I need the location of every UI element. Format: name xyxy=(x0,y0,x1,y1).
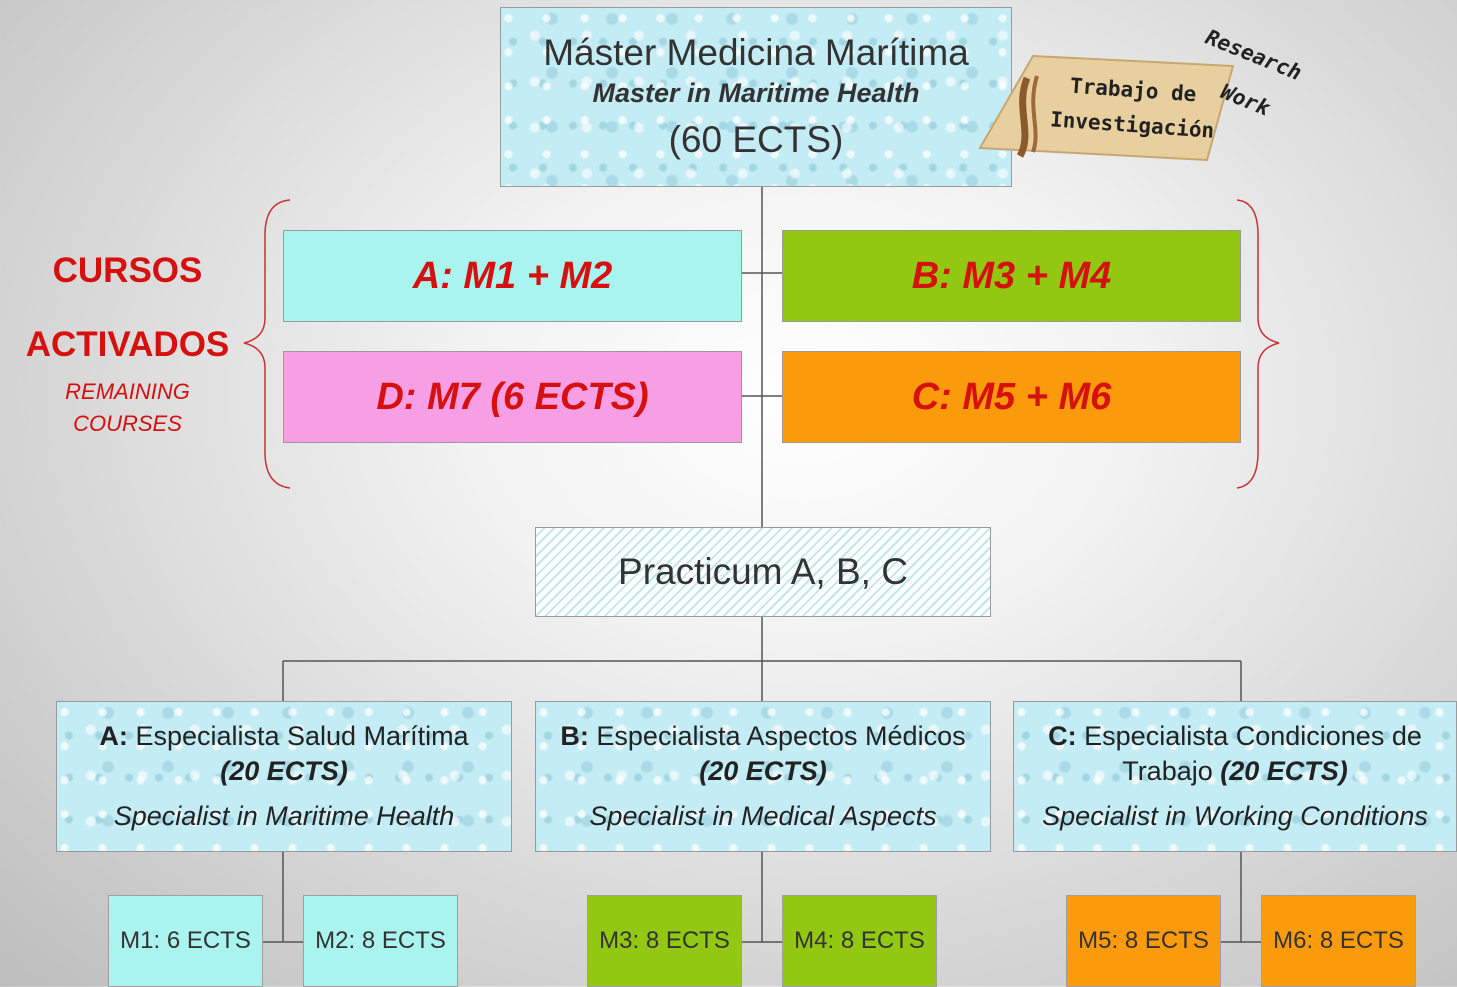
master-title-es: Máster Medicina Marítima xyxy=(543,31,969,73)
module-m2: M2: 8 ECTS xyxy=(303,895,458,987)
master-box: Máster Medicina Marítima Master in Marit… xyxy=(500,7,1012,187)
specialist-b-en: Specialist in Medical Aspects xyxy=(589,801,937,831)
master-ects: (60 ECTS) xyxy=(668,118,844,160)
course-d-label: D: M7 (6 ECTS) xyxy=(376,375,649,418)
module-m3: M3: 8 ECTS xyxy=(587,895,742,987)
module-m6: M6: 8 ECTS xyxy=(1261,895,1416,987)
side-label: CURSOS ACTIVADOS REMAINING COURSES xyxy=(0,245,255,437)
specialist-c-en: Specialist in Working Conditions xyxy=(1042,801,1428,831)
module-m5: M5: 8 ECTS xyxy=(1066,895,1221,987)
brace-right xyxy=(1236,199,1280,489)
side-line1: CURSOS xyxy=(52,251,203,290)
course-b-label: B: M3 + M4 xyxy=(911,254,1112,297)
specialist-c-name: Especialista Condiciones de xyxy=(1084,721,1422,751)
specialist-a-name: Especialista Salud Marítima xyxy=(135,721,469,751)
side-sub1: REMAINING xyxy=(65,379,190,404)
brace-left xyxy=(243,199,291,489)
master-title-en: Master in Maritime Health xyxy=(592,77,920,108)
course-box-d: D: M7 (6 ECTS) xyxy=(283,351,742,443)
course-box-a: A: M1 + M2 xyxy=(283,230,742,322)
side-sub2: COURSES xyxy=(73,411,182,436)
specialist-b-letter: B: xyxy=(560,721,589,751)
specialist-a-ects: (20 ECTS) xyxy=(220,756,348,786)
module-m1: M1: 6 ECTS xyxy=(108,895,263,987)
specialist-c-name2: Trabajo xyxy=(1122,756,1213,786)
specialist-b-name: Especialista Aspectos Médicos xyxy=(596,721,966,751)
specialist-c-letter: C: xyxy=(1048,721,1077,751)
module-m4: M4: 8 ECTS xyxy=(782,895,937,987)
specialist-a-en: Specialist in Maritime Health xyxy=(113,801,455,831)
course-box-c: C: M5 + M6 xyxy=(782,351,1241,443)
specialist-a-letter: A: xyxy=(99,721,128,751)
course-a-label: A: M1 + M2 xyxy=(412,254,613,297)
practicum-box: Practicum A, B, C xyxy=(535,527,991,617)
parchment-icon xyxy=(978,54,1235,162)
practicum-label: Practicum A, B, C xyxy=(618,551,908,592)
specialist-box-c: C: Especialista Condiciones de Trabajo (… xyxy=(1013,701,1457,852)
course-box-b: B: M3 + M4 xyxy=(782,230,1241,322)
specialist-box-a: A: Especialista Salud Marítima (20 ECTS)… xyxy=(56,701,512,852)
side-line2: ACTIVADOS xyxy=(25,325,230,364)
specialist-box-b: B: Especialista Aspectos Médicos (20 ECT… xyxy=(535,701,991,852)
course-c-label: C: M5 + M6 xyxy=(911,375,1112,418)
specialist-c-ects: (20 ECTS) xyxy=(1220,756,1348,786)
research-work-badge: Trabajo de Investigación Research Work xyxy=(975,25,1305,163)
specialist-b-ects: (20 ECTS) xyxy=(699,756,827,786)
